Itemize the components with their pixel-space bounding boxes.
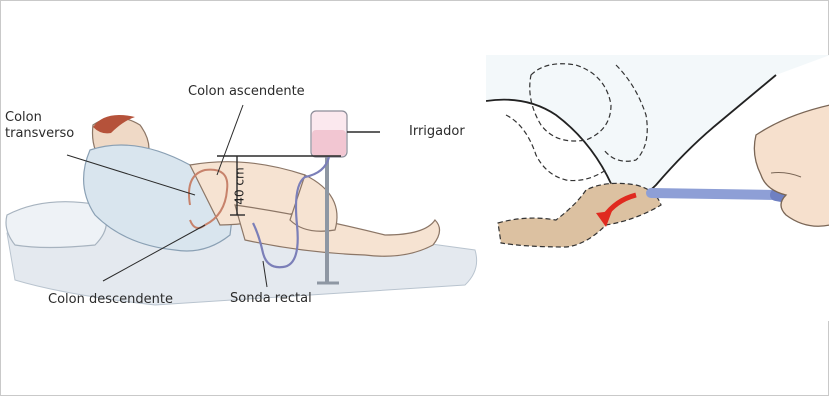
label-colon-transverso: Colon transverso [5, 110, 75, 142]
catheter-insertion-illustration [486, 55, 829, 321]
irrigator-fluid [312, 130, 346, 156]
label-sonda-rectal: Sonda rectal [230, 291, 312, 307]
cross-section-drawing [486, 55, 829, 321]
label-colon-descendente: Colon descendente [48, 292, 173, 308]
label-irrigador: Irrigador [409, 124, 465, 140]
enema-position-illustration: Colon transverso Colon ascendente Irriga… [5, 55, 481, 323]
catheter [651, 193, 776, 195]
label-height-distance: 40 cm [233, 167, 247, 204]
label-colon-ascendente: Colon ascendente [188, 84, 305, 100]
